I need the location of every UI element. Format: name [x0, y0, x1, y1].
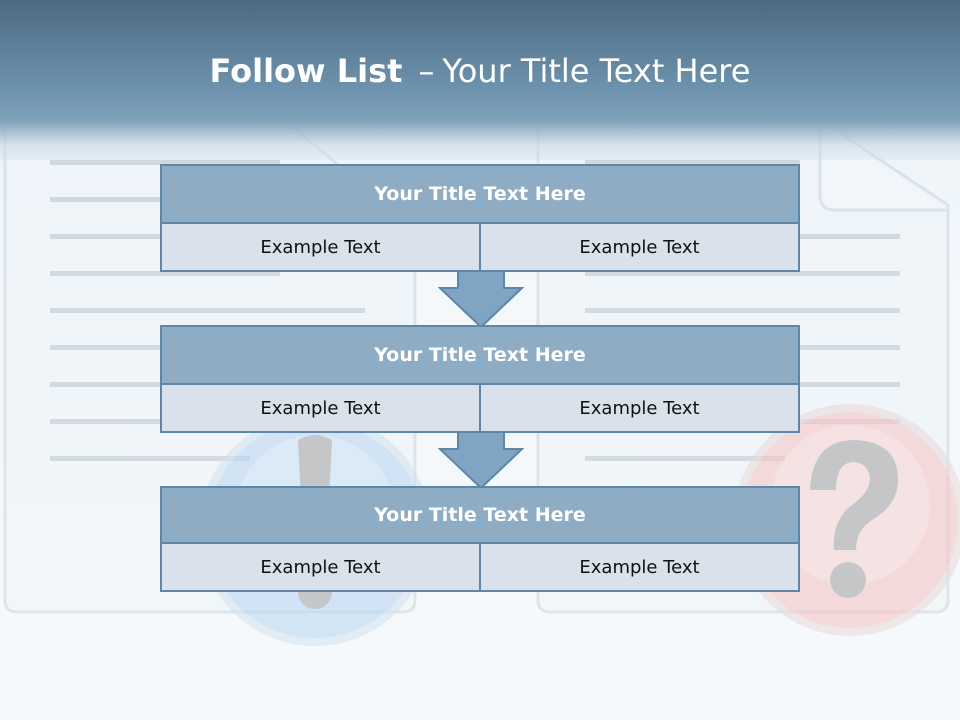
step-row: Example Text Example Text: [162, 385, 798, 431]
step-box-2: Your Title Text Here Example Text Exampl…: [160, 325, 800, 433]
step-box-3: Your Title Text Here Example Text Exampl…: [160, 486, 800, 592]
slide-title-separator: –: [418, 52, 435, 90]
step-title: Your Title Text Here: [162, 327, 798, 385]
step-box-1: Your Title Text Here Example Text Exampl…: [160, 164, 800, 272]
slide-title: Follow List–Your Title Text Here: [0, 52, 960, 90]
down-arrow-icon: [438, 270, 524, 329]
question-icon: [734, 404, 960, 636]
title-bar: [0, 0, 960, 160]
step-cell-right: Example Text: [479, 544, 798, 590]
step-cell-left: Example Text: [162, 544, 479, 590]
down-arrow-icon: [438, 431, 524, 490]
slide-title-bold: Follow List: [209, 52, 403, 90]
slide-title-text: Your Title Text Here: [442, 52, 751, 90]
step-cell-left: Example Text: [162, 385, 479, 431]
step-title: Your Title Text Here: [162, 488, 798, 544]
step-cell-right: Example Text: [479, 385, 798, 431]
step-row: Example Text Example Text: [162, 544, 798, 590]
step-cell-right: Example Text: [479, 224, 798, 270]
step-cell-left: Example Text: [162, 224, 479, 270]
step-title: Your Title Text Here: [162, 166, 798, 224]
step-row: Example Text Example Text: [162, 224, 798, 270]
